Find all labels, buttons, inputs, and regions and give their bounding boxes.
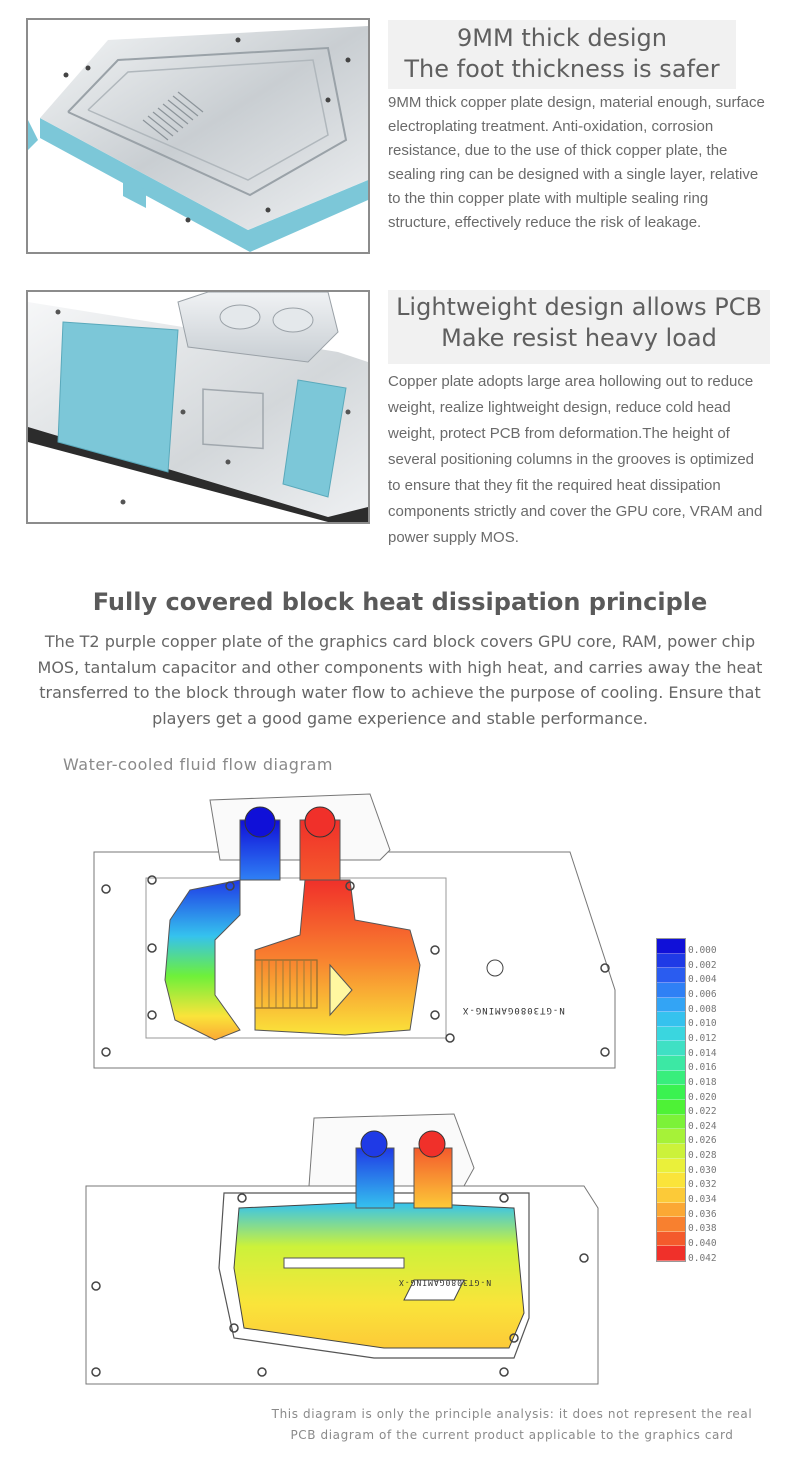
section3-title: Fully covered block heat dissipation pri… [92,588,708,616]
color-scale-swatch [657,953,685,969]
color-scale-swatch [657,1129,685,1144]
color-scale-swatch [657,1085,685,1101]
diagram-caption: Water-cooled fluid flow diagram [63,755,333,774]
section1-title: 9MM thick design The foot thickness is s… [388,20,736,89]
color-scale-swatch [657,1231,685,1247]
color-scale-label: 0.010 [688,1018,717,1030]
color-scale-swatch [657,1217,685,1232]
color-scale-swatch [657,1056,685,1071]
block-label-front: N-GT3080GAMING-X [462,1005,565,1015]
section1-description: 9MM thick copper plate design, material … [388,94,765,231]
color-scale-swatch [657,1070,685,1086]
color-scale-swatch [657,939,685,954]
section2-title-line1: Lightweight design allows PCB [396,293,762,321]
color-scale-label: 0.042 [688,1252,717,1264]
color-scale-label: 0.028 [688,1150,717,1162]
color-scale-label: 0.026 [688,1135,717,1147]
color-scale-label: 0.038 [688,1223,717,1235]
color-scale-bars [656,938,686,1263]
color-scale-swatch [657,1246,685,1262]
color-scale-label: 0.006 [688,988,717,1000]
section2-title-line2: Make resist heavy load [441,324,717,352]
color-scale-label: 0.020 [688,1091,717,1103]
block-label-back: N-GT3080GAMING-X [398,1278,492,1287]
footnote-line1: This diagram is only the principle analy… [271,1407,753,1421]
color-scale-label: 0.016 [688,1062,717,1074]
color-scale-swatch [657,1026,685,1042]
diagram-footnote: This diagram is only the principle analy… [262,1404,762,1446]
color-scale-swatch [657,1114,685,1130]
flow-diagram-front [93,793,616,1069]
color-scale-swatch [657,982,685,998]
copper-plate-illustration [28,20,368,252]
copper-plate-photo [26,18,370,254]
color-scale-swatch [657,1187,685,1203]
color-scale-label: 0.004 [688,974,717,986]
section3-description: The T2 purple copper plate of the graphi… [37,632,763,728]
color-scale-label: 0.018 [688,1076,717,1088]
color-scale-label: 0.030 [688,1164,717,1176]
color-scale-label: 0.040 [688,1238,717,1249]
color-scale-label: 0.024 [688,1120,717,1132]
color-scale-swatch [657,1041,685,1057]
color-scale-label: 0.012 [688,1032,717,1044]
section2-description: Copper plate adopts large area hollowing… [388,373,763,546]
color-scale-label: 0.036 [688,1208,717,1220]
color-scale-swatch [657,1158,685,1174]
section2-title: Lightweight design allows PCB Make resis… [388,290,770,364]
lightweight-block-illustration [28,292,368,522]
color-scale-label: 0.034 [688,1194,717,1206]
color-scale-label: 0.002 [688,959,717,971]
color-scale-swatch [657,1173,685,1188]
footnote-line2: PCB diagram of the current product appli… [290,1428,734,1442]
color-scale-label: 0.000 [688,945,717,956]
color-scale-swatch [657,1202,685,1218]
color-scale-swatch [657,997,685,1013]
color-scale-label: 0.032 [688,1179,717,1191]
section1-title-line1: 9MM thick design [457,24,667,52]
color-scale-swatch [657,1143,685,1159]
flow-diagram-back [85,1113,599,1385]
color-scale-swatch [657,1012,685,1027]
color-scale-label: 0.008 [688,1003,717,1015]
color-scale-label: 0.022 [688,1106,717,1118]
lightweight-block-photo [26,290,370,524]
color-scale-label: 0.014 [688,1047,717,1059]
color-scale-swatch [657,968,685,983]
section1-title-line2: The foot thickness is safer [404,55,720,83]
color-scale-swatch [657,1100,685,1115]
